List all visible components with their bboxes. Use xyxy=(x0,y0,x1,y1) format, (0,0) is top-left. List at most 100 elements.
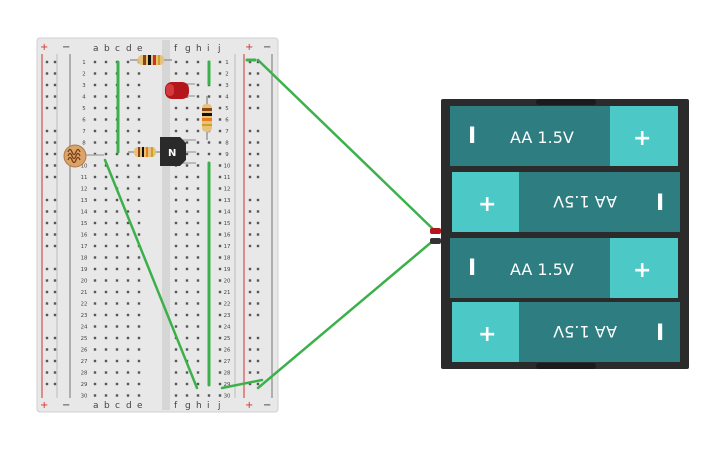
row-number: 10 xyxy=(224,164,231,170)
breadboard-hole xyxy=(196,221,200,225)
breadboard-hole xyxy=(218,244,222,248)
rail-hole xyxy=(248,348,252,351)
negative-terminal[interactable] xyxy=(430,238,441,244)
rail-hole xyxy=(256,95,260,98)
breadboard-hole xyxy=(218,221,222,225)
breadboard-hole xyxy=(185,233,189,236)
breadboard-hole xyxy=(115,313,119,317)
rail-hole xyxy=(45,221,49,225)
rail-hole xyxy=(53,141,57,144)
breadboard-hole xyxy=(218,198,222,202)
rail-hole xyxy=(53,60,57,64)
rail-hole xyxy=(53,348,57,351)
wire-battery-positive[interactable] xyxy=(256,58,436,232)
row-number: 5 xyxy=(225,106,228,112)
breadboard-hole xyxy=(137,129,141,133)
breadboard-hole xyxy=(207,95,211,98)
breadboard-hole xyxy=(115,267,119,271)
breadboard-hole xyxy=(196,302,200,305)
wire-diagonal[interactable] xyxy=(103,158,199,390)
breadboard-hole xyxy=(185,175,189,179)
breadboard-hole xyxy=(93,152,97,156)
rail-hole xyxy=(53,290,57,294)
breadboard-hole xyxy=(126,221,130,225)
breadboard-hole xyxy=(126,60,130,64)
breadboard-hole xyxy=(218,325,222,328)
positive-terminal[interactable] xyxy=(430,228,441,234)
column-label: f xyxy=(174,44,178,54)
breadboard-hole xyxy=(185,394,189,397)
rail-plus-label: + xyxy=(40,42,48,53)
breadboard-hole xyxy=(126,83,130,87)
breadboard xyxy=(36,37,279,413)
breadboard-hole xyxy=(196,348,200,351)
breadboard-hole xyxy=(174,60,178,64)
wire-short[interactable] xyxy=(220,378,264,390)
breadboard-hole xyxy=(104,371,108,374)
row-number: 26 xyxy=(81,348,88,354)
row-number: 8 xyxy=(82,141,86,147)
battery-minus-sign: I xyxy=(468,256,476,281)
breadboard-hole xyxy=(104,60,108,64)
breadboard-hole xyxy=(174,106,178,110)
breadboard-hole xyxy=(218,336,222,340)
breadboard-hole xyxy=(93,141,97,144)
battery-plus-sign: + xyxy=(478,322,496,347)
column-label: j xyxy=(217,44,221,54)
breadboard-hole xyxy=(104,221,108,225)
row-number: 12 xyxy=(81,187,88,193)
row-number: 12 xyxy=(224,187,231,193)
breadboard-hole xyxy=(196,106,200,110)
breadboard-hole xyxy=(126,359,130,363)
breadboard-hole xyxy=(93,302,97,305)
breadboard-hole xyxy=(104,83,108,87)
breadboard-hole xyxy=(218,141,222,144)
breadboard-hole xyxy=(115,359,119,363)
resistor-vertical[interactable] xyxy=(202,96,212,140)
breadboard-hole xyxy=(104,279,108,282)
breadboard-hole xyxy=(174,244,178,248)
rail-hole xyxy=(45,60,49,64)
rail-hole xyxy=(53,129,57,133)
breadboard-hole xyxy=(218,348,222,351)
breadboard-hole xyxy=(126,244,130,248)
resistor-base[interactable] xyxy=(128,147,160,157)
breadboard-hole xyxy=(196,152,200,156)
breadboard-hole xyxy=(137,348,141,351)
breadboard-hole xyxy=(93,348,97,351)
rail-plus-label: + xyxy=(245,42,253,53)
breadboard-hole xyxy=(104,198,108,202)
breadboard-hole xyxy=(93,129,97,133)
led-red[interactable] xyxy=(165,82,195,99)
breadboard-hole xyxy=(196,336,200,340)
breadboard-hole xyxy=(207,152,211,156)
breadboard-hole xyxy=(115,302,119,305)
rail-hole xyxy=(53,279,57,282)
photoresistor[interactable] xyxy=(63,144,104,168)
resistor-top[interactable] xyxy=(130,55,172,65)
column-label: h xyxy=(196,44,202,54)
breadboard-hole xyxy=(185,325,189,328)
breadboard-hole xyxy=(174,348,178,351)
breadboard-hole xyxy=(137,141,141,144)
breadboard-hole xyxy=(185,256,189,259)
breadboard-hole xyxy=(104,72,108,75)
rail-hole xyxy=(256,72,260,75)
row-number: 24 xyxy=(224,325,231,331)
breadboard-hole xyxy=(93,72,97,75)
breadboard-hole xyxy=(126,164,130,167)
breadboard-hole xyxy=(185,60,189,64)
rail-hole xyxy=(248,141,252,144)
breadboard-hole xyxy=(185,244,189,248)
row-number: 16 xyxy=(81,233,88,239)
rail-hole xyxy=(248,279,252,282)
column-label: i xyxy=(207,401,210,411)
breadboard-hole xyxy=(207,394,211,397)
breadboard-hole xyxy=(196,118,200,121)
transistor-npn[interactable]: N xyxy=(160,137,196,166)
rail-hole xyxy=(53,106,57,110)
wire-battery-negative[interactable] xyxy=(256,238,436,390)
battery-plus-sign: + xyxy=(478,192,496,217)
breadboard-hole xyxy=(126,371,130,374)
rail-hole xyxy=(248,371,252,374)
